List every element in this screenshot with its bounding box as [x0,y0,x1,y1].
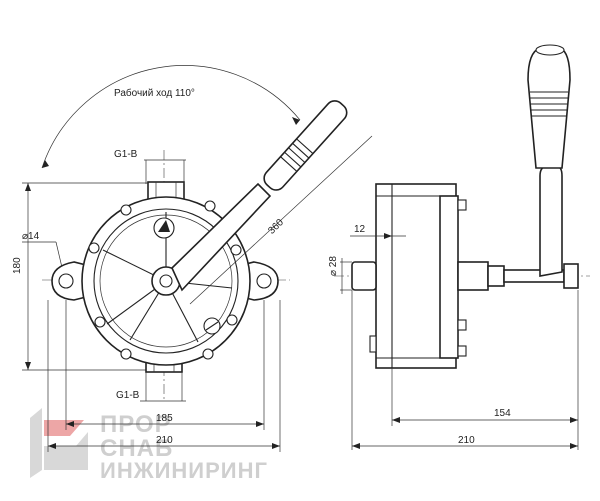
watermark-line1: ПРОР [100,411,172,438]
work-stroke-arc [41,65,301,169]
cover-flange-side [439,195,459,359]
handle-length-label: 360 [266,217,286,237]
height-label: 180 [12,257,23,274]
mount-ear-left [51,261,91,301]
inlet-stub [351,261,377,291]
hole-dia-label: ⌀14 [22,231,40,242]
shaft-boss [457,261,489,291]
shaft-dia-label: ⌀ 28 [328,256,339,276]
watermark-line2: СНАБ [100,435,173,462]
watermark-logo [30,408,88,478]
lever-grip [263,100,348,191]
side-view: 12 ⌀ 28 154 210 [328,44,590,450]
shaft-nut [487,265,505,287]
handle-length-dimline [189,135,373,305]
thread-top-label: G1-B [114,149,138,160]
watermark: ПРОР СНАБ ИНЖИНИРИНГ [30,408,268,483]
front-view: Рабочий ход 110° 180 ⌀14 [12,65,373,452]
lever-arm [171,182,272,292]
thread-bottom-label: G1-B [116,390,140,401]
shaft-end-nut [563,263,579,289]
handle-arm-side [539,165,563,277]
cover-bolts [88,200,242,360]
handle-grip-side [527,47,571,169]
watermark-line3: ИНЖИНИРИНГ [100,458,268,483]
flange-label: 12 [354,224,366,235]
width-side-label: 210 [458,435,475,446]
shaft-reach-label: 154 [494,408,511,419]
work-stroke-label: Рабочий ход 110° [114,87,195,99]
pump-cover [93,208,239,354]
bolt-spacing-label: 185 [156,413,173,424]
grip-rings [530,91,568,117]
width-front-label: 210 [156,435,173,446]
